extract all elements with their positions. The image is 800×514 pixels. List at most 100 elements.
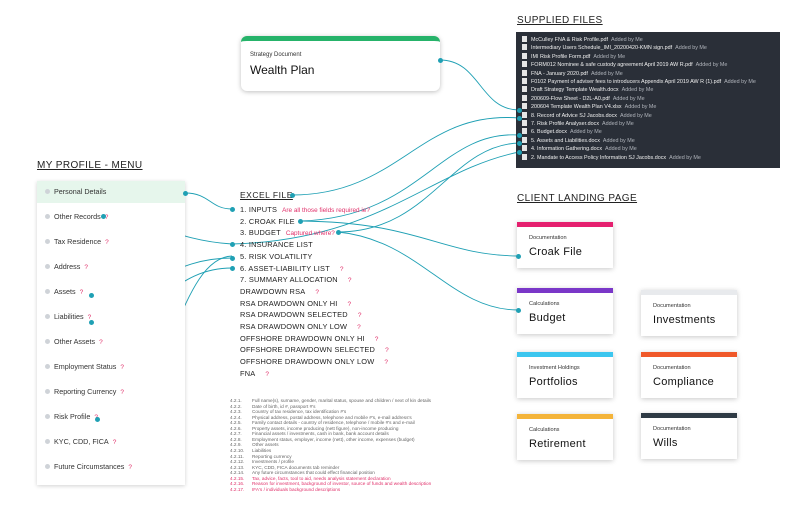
file-added-by: Added by Me [612,95,645,102]
menu-item-label: Address? [54,262,88,271]
connector-handle[interactable] [438,58,443,63]
excel-row[interactable]: RSA DRAWDOWN ONLY LOW? [240,322,361,331]
note-text: Date of birth, id #, passport #'s [252,403,316,409]
menu-item[interactable]: Other Records? [37,206,185,228]
connector-handle[interactable] [336,230,341,235]
excel-row[interactable]: OFFSHORE DRAWDOWN ONLY HI? [240,334,379,343]
menu-dot-icon [45,264,50,269]
connector-handle[interactable] [230,242,235,247]
question-mark: ? [79,289,84,296]
note-number: 4.2.15. [230,475,245,481]
note-row: 4.2.7.Financial assets / investments, ca… [230,431,389,436]
note-text: Physical address, postal address, teleph… [252,414,412,420]
menu-item[interactable]: Liabilities? [37,306,185,328]
excel-row-label: DRAWDOWN RSA [240,286,306,296]
menu-item[interactable]: Reporting Currency? [37,381,185,403]
landing-card-title: Investments [653,314,716,326]
connector-handle[interactable] [95,417,100,422]
file-added-by: Added by Me [611,37,643,43]
file-row[interactable]: F0102 Payment of adviser fees to introdu… [522,78,756,87]
menu-item[interactable]: Other Assets? [37,331,185,353]
file-name: 200609-Flow Sheet - D2L-A0.pdf [531,95,610,102]
excel-row[interactable]: 6. ASSET-LIABILITY LIST? [240,264,344,273]
excel-row[interactable]: OFFSHORE DRAWDOWN SELECTED? [240,345,389,354]
excel-row-label: 2. CROAK FILE [240,216,295,226]
menu-dot-icon [45,289,50,294]
file-row[interactable]: FORM012 Nominee & safe custody agreement… [522,61,727,70]
landing-card-subtitle: Documentation [529,235,567,241]
excel-row[interactable]: DRAWDOWN RSA? [240,287,319,296]
menu-item[interactable]: Tax Residence? [37,231,185,253]
menu-item-text: Other Records [54,212,101,221]
connector-handle[interactable] [230,266,235,271]
excel-row[interactable]: OFFSHORE DRAWDOWN ONLY LOW? [240,357,388,366]
menu-item-label: Personal Details [54,187,110,196]
note-row: 4.2.15.Tax, advice, facts, tool to aid, … [230,476,391,481]
excel-row-label: 5. RISK VOLATILITY [240,251,313,261]
connector-handle[interactable] [517,133,522,138]
connector-handle[interactable] [89,293,94,298]
connector-handle[interactable] [517,141,522,146]
menu-item[interactable]: Assets? [37,281,185,303]
menu-item[interactable]: Employment Status? [37,356,185,378]
excel-row[interactable]: RSA DRAWDOWN ONLY HI? [240,299,351,308]
connector-handle[interactable] [230,207,235,212]
menu-item-label: Liabilities? [54,312,91,321]
excel-row-label: 6. ASSET-LIABILITY LIST [240,263,330,273]
menu-item[interactable]: Personal Details [37,181,185,203]
note-number: 4.2.1. [230,398,242,403]
excel-row[interactable]: 2. CROAK FILE [240,217,305,226]
file-row[interactable]: 2. Mandate to Access Policy Information … [522,153,701,163]
menu-item[interactable]: Future Circumstances? [37,456,185,478]
connector-handle[interactable] [290,193,295,198]
menu-item[interactable]: Risk Profile? [37,406,185,428]
excel-row-label: RSA DRAWDOWN SELECTED [240,310,348,320]
connector-handle[interactable] [183,191,188,196]
connector-handle[interactable] [517,116,522,121]
connector-handle[interactable] [89,320,94,325]
excel-row[interactable]: RSA DRAWDOWN SELECTED? [240,310,362,319]
connector-handle[interactable] [101,214,106,219]
wealth-plan-subtitle: Strategy Document [250,52,302,58]
connector-handle[interactable] [516,308,521,313]
excel-row[interactable]: FNA? [240,369,269,378]
connector-handle[interactable] [230,256,235,261]
file-row[interactable]: Intermediary Users Schedule_IMI_20200420… [522,44,707,53]
excel-row[interactable]: 4. INSURANCE LIST [240,240,323,249]
excel-row[interactable]: 7. SUMMARY ALLOCATION? [240,275,352,284]
connector-handle[interactable] [516,254,521,259]
wealth-plan-card[interactable]: Strategy Document Wealth Plan [241,36,440,91]
question-mark: ? [384,359,389,367]
connector-handle[interactable] [517,108,522,113]
connector-handle[interactable] [298,219,303,224]
file-added-by: Added by Me [620,112,652,119]
menu-item[interactable]: Address? [37,256,185,278]
file-name: 8. Record of Advice SJ Jacobs.docx [531,112,617,119]
excel-row[interactable]: 5. RISK VOLATILITY [240,252,322,261]
connector-handle[interactable] [517,150,522,155]
menu-item[interactable]: KYC, CDD, FICA? [37,431,185,453]
question-mark: ? [105,239,109,246]
menu-item-text: Assets [54,287,76,296]
note-text: Full name(s), surname, gender, marital s… [252,398,431,403]
